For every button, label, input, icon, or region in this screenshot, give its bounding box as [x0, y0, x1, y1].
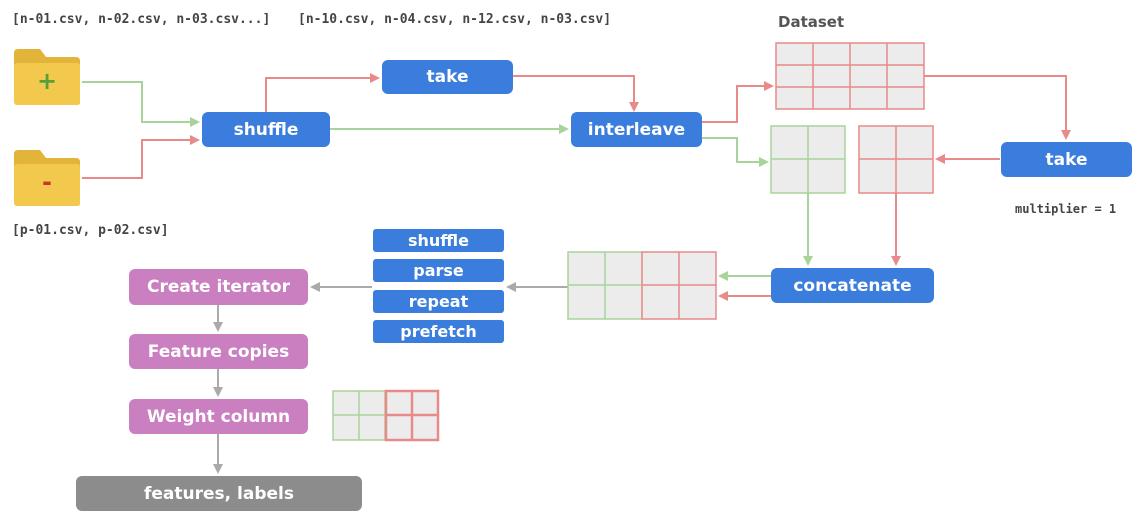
interleave-node[interactable]: interleave [571, 112, 702, 147]
concatenate-node[interactable]: concatenate [771, 268, 934, 303]
edge-negative-to-shuffle [82, 81, 200, 127]
positive-grid [858, 125, 934, 194]
edge-take-to-interleave [513, 75, 639, 112]
folder-minus-symbol: - [42, 168, 52, 196]
multiplier-label: multiplier = 1 [1015, 202, 1117, 216]
negative-grid [770, 125, 846, 194]
negative-files-label: [n-01.csv, n-02.csv, n-03.csv...] [12, 12, 271, 27]
pipeline-parse[interactable]: parse [373, 259, 504, 282]
shuffle-node[interactable]: shuffle [202, 112, 330, 147]
weight-column-node[interactable]: Weight column [129, 399, 308, 434]
positive-files-label: [p-01.csv, p-02.csv] [12, 223, 169, 238]
weighted-grid [332, 389, 440, 442]
edge-positive-to-shuffle [82, 135, 200, 179]
edge-dataset-to-take [924, 75, 1071, 140]
pipeline-shuffle[interactable]: shuffle [373, 229, 504, 252]
edge-shuffle-to-take [265, 73, 380, 112]
features-labels-output[interactable]: features, labels [76, 476, 362, 511]
pipeline-prefetch[interactable]: prefetch [373, 320, 504, 343]
edge-interleave-to-dataset [702, 81, 774, 123]
positive-folder-icon: - [14, 148, 80, 212]
concatenated-grid [567, 251, 717, 320]
negative-folder-icon: + [14, 47, 80, 111]
create-iterator-node[interactable]: Create iterator [129, 269, 308, 305]
feature-copies-node[interactable]: Feature copies [129, 334, 308, 369]
edge-interleave-to-green-grid [702, 137, 769, 167]
take-node-top[interactable]: take [382, 60, 513, 94]
take-node-right[interactable]: take [1001, 142, 1132, 177]
dataset-grid [775, 42, 925, 110]
shuffled-files-label: [n-10.csv, n-04.csv, n-12.csv, n-03.csv] [298, 12, 612, 27]
dataset-title: Dataset [778, 13, 845, 31]
folder-plus-symbol: + [36, 67, 58, 95]
pipeline-repeat[interactable]: repeat [373, 290, 504, 313]
